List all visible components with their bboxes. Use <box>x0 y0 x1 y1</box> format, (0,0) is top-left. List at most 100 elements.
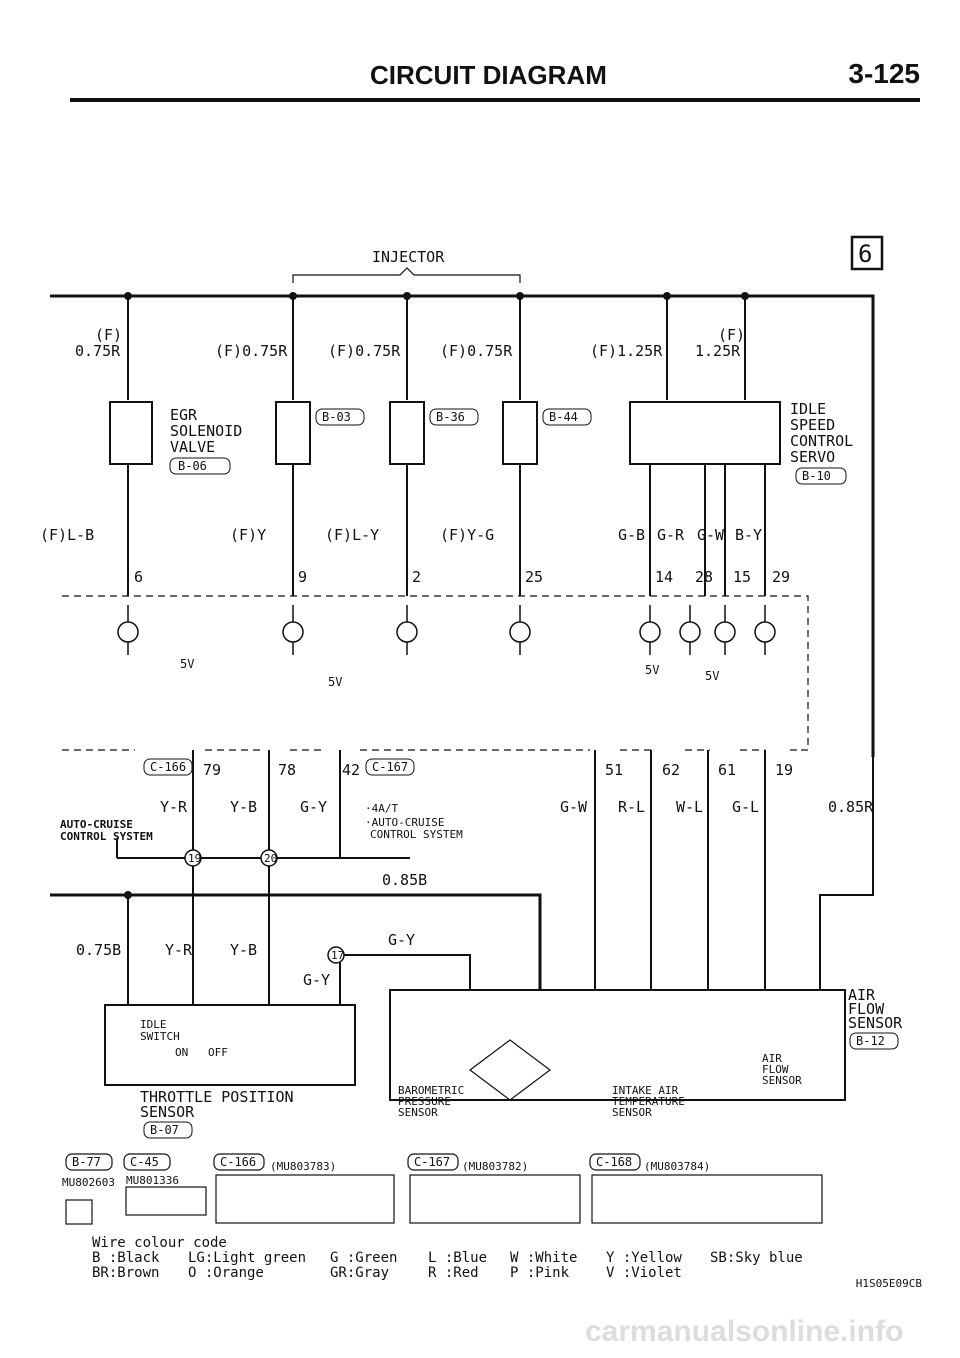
note-acs: ·AUTO-CRUISE <box>365 816 444 829</box>
baro-label-3: SENSOR <box>398 1106 438 1119</box>
legend-item: G :Green <box>330 1250 398 1266</box>
wire-label-gy: G-Y <box>300 798 327 816</box>
wire-label-085b: 0.85B <box>382 871 427 889</box>
iat-label: INTAKE AIR <box>612 1084 679 1097</box>
legend-item: LG:Light green <box>188 1250 307 1266</box>
legend-item: B :Black <box>92 1250 160 1266</box>
voltage-5v-3: 5V <box>645 663 659 677</box>
pin-79: 79 <box>203 761 221 779</box>
legend-item: W :White <box>510 1250 578 1266</box>
legend-title: Wire colour code <box>92 1235 227 1251</box>
tps-name-2: SENSOR <box>140 1103 195 1121</box>
voltage-5v-4: 5V <box>705 669 719 683</box>
afs-code-frame <box>849 1032 899 1050</box>
legend-row-1: B :Black LG:Light green G :Green L :Blue… <box>92 1251 803 1266</box>
legend-item: GR:Gray <box>330 1265 390 1281</box>
conn-c166: C-166 <box>220 1155 256 1169</box>
egr-name: EGR <box>170 406 198 424</box>
iat-label-2: TEMPERATURE <box>612 1095 685 1108</box>
wire-label-wl: W-L <box>676 798 703 816</box>
pin-6: 6 <box>134 568 143 586</box>
legend-item: BR:Brown <box>92 1265 160 1281</box>
wire-label-f2: (F) <box>718 326 745 344</box>
page-title: CIRCUIT DIAGRAM <box>370 60 607 90</box>
pin-25: 25 <box>525 568 543 586</box>
conn-b77: B-77 <box>72 1155 101 1169</box>
egr-code-frame <box>169 457 231 475</box>
voltage-5v: 5V <box>180 657 194 671</box>
wire-label-gb: G-B <box>618 526 645 544</box>
wire-label-125r: 1.25R <box>695 342 741 360</box>
conn-c168-part: (MU803784) <box>644 1160 710 1173</box>
legend-item: SB:Sky blue <box>710 1250 803 1266</box>
watermark: carmanualsonline.info <box>585 1315 904 1348</box>
pin-62: 62 <box>662 761 680 779</box>
conn-c168: C-168 <box>596 1155 632 1169</box>
wire-label-yb2: Y-B <box>230 941 257 959</box>
wire-label-by: B-Y <box>735 526 762 544</box>
connector-c167-label: C-167 <box>372 760 408 774</box>
legend-item: V :Violet <box>606 1265 682 1281</box>
legend-row-2: BR:Brown O :Orange GR:Gray R :Red P :Pin… <box>92 1266 803 1281</box>
egr-name-2: SOLENOID <box>170 422 242 440</box>
inj3-code-frame <box>542 408 592 426</box>
inj3-code: B-44 <box>549 410 578 424</box>
isc-code-frame <box>795 467 847 485</box>
pin-19: 19 <box>775 761 793 779</box>
tps-name: THROTTLE POSITION <box>140 1088 294 1106</box>
wire-label-lb: (F)L-B <box>40 526 94 544</box>
wire-label-gy2: G-Y <box>388 931 415 949</box>
afs-inner-2: FLOW <box>762 1063 789 1076</box>
wire-label-085r: 0.85R <box>828 798 874 816</box>
note-4at: ·4A/T <box>365 802 398 815</box>
conn-mu2: MU801336 <box>126 1174 179 1187</box>
pin-51: 51 <box>605 761 623 779</box>
idle-switch-label-2: SWITCH <box>140 1030 180 1043</box>
wire-label: (F)0.75R <box>215 342 288 360</box>
inj1-code: B-03 <box>322 410 351 424</box>
legend-item: L :Blue <box>428 1250 488 1266</box>
legend-item: R :Red <box>428 1265 479 1281</box>
wire-label-gr: G-R <box>657 526 685 544</box>
pin-78: 78 <box>278 761 296 779</box>
wire-label-yg: (F)Y-G <box>440 526 494 544</box>
conn-c167-part: (MU803782) <box>462 1160 528 1173</box>
pin-29: 29 <box>772 568 790 586</box>
legend-item: P :Pink <box>510 1265 570 1281</box>
diagram-number: 6 <box>858 240 872 268</box>
inj1-code-frame <box>315 408 365 426</box>
inj2-code: B-36 <box>436 410 465 424</box>
wire-label-rl: R-L <box>618 798 645 816</box>
pin-61: 61 <box>718 761 736 779</box>
baro-label: BAROMETRIC <box>398 1084 464 1097</box>
wire-label-yr: Y-R <box>160 798 188 816</box>
switch-off: OFF <box>208 1046 228 1059</box>
page-header: CIRCUIT DIAGRAM 3-125 <box>70 58 920 102</box>
acs-label: AUTO-CRUISE <box>60 818 133 831</box>
afs-inner: AIR <box>762 1052 782 1065</box>
isc-name-2: SPEED <box>790 416 835 434</box>
acs-label-2: CONTROL SYSTEM <box>60 830 153 843</box>
pin-42: 42 <box>342 761 360 779</box>
wire-label: (F)1.25R <box>590 342 663 360</box>
afs-name-2: FLOW <box>848 1000 885 1018</box>
wire-label-ly: (F)L-Y <box>325 526 379 544</box>
junction-20: 20 <box>264 852 277 865</box>
switch-on: ON <box>175 1046 188 1059</box>
wire-label-yr2: Y-R <box>165 941 193 959</box>
conn-c45: C-45 <box>130 1155 159 1169</box>
wire-label: (F)0.75R <box>440 342 513 360</box>
junction-17: 17 <box>331 949 344 962</box>
afs-code: B-12 <box>856 1034 885 1048</box>
pin-9: 9 <box>298 568 307 586</box>
wire-label-075b: 0.75B <box>76 941 121 959</box>
afs-name-3: SENSOR <box>848 1014 903 1032</box>
page-number: 3-125 <box>848 58 920 89</box>
wire-label: (F)0.75R <box>328 342 401 360</box>
c167-frame <box>365 758 415 776</box>
wire-label-gw: G-W <box>697 526 725 544</box>
wire-label-075r: 0.75R <box>75 342 121 360</box>
isc-name-4: SERVO <box>790 448 835 466</box>
voltage-5v-2: 5V <box>328 675 342 689</box>
